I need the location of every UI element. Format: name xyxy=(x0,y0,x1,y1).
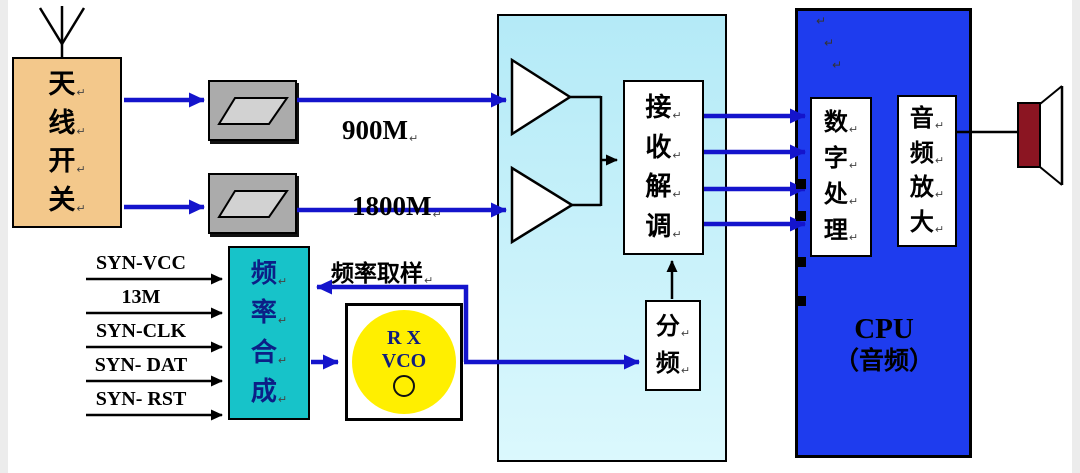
syn-input-label-clk: SYN-CLK xyxy=(95,320,186,342)
frequency-sampling-label: 频率取样↵ xyxy=(331,261,434,287)
cpu-audio-label: CPU （音频） xyxy=(808,312,960,377)
saw-filter-icon xyxy=(216,189,289,218)
paragraph-mark-icon: ↵ xyxy=(824,36,835,50)
cpu-label-line2: （音频） xyxy=(833,347,934,375)
paragraph-mark-icon: ↵ xyxy=(848,231,859,244)
paragraph-mark-icon: ↵ xyxy=(848,123,859,136)
paragraph-mark-icon: ↵ xyxy=(408,132,419,145)
paragraph-mark-icon: ↵ xyxy=(934,119,945,133)
audio-amplifier-label: 音↵频↵放↵大↵ xyxy=(909,106,945,236)
syn-input-label-rst: SYN- RST xyxy=(95,388,187,410)
paragraph-mark-icon: ↵ xyxy=(934,153,945,167)
speaker-icon xyxy=(1017,85,1064,186)
paragraph-mark-icon: ↵ xyxy=(934,188,945,202)
frequency-divider-label: 分↵频↵ xyxy=(655,314,691,377)
receiver-demodulator-label: 接↵收↵解↵调↵ xyxy=(645,93,682,241)
cpu-pin xyxy=(796,211,806,221)
paragraph-mark-icon: ↵ xyxy=(934,222,945,236)
cpu-pin xyxy=(796,257,806,267)
rx-vco-label-line1: R X xyxy=(387,327,421,349)
syn-input-label-vcc: SYN-VCC xyxy=(96,252,186,274)
paragraph-mark-icon: ↵ xyxy=(672,227,682,241)
digital-processing-block: 数↵字↵处↵理↵ xyxy=(810,97,872,257)
paragraph-mark-icon: ↵ xyxy=(76,202,86,216)
frequency-synthesizer-block: 频↵率↵合↵成↵ xyxy=(228,246,310,420)
paragraph-mark-icon: ↵ xyxy=(277,392,288,406)
paragraph-mark-icon: ↵ xyxy=(277,353,288,367)
saw-filter-icon xyxy=(216,96,289,125)
paragraph-mark-icon: ↵ xyxy=(672,148,682,162)
band-1800m-label: 1800M↵ xyxy=(352,191,442,221)
paragraph-mark-icon: ↵ xyxy=(848,195,859,208)
saw-filter-1800-block xyxy=(208,173,297,234)
antenna-switch-block: 天↵线↵开↵关↵ xyxy=(12,57,122,228)
syn-input-label-dat: SYN- DAT xyxy=(94,354,188,376)
syn-input-label-13m: 13M xyxy=(121,286,161,308)
paragraph-mark-icon: ↵ xyxy=(432,208,442,221)
antenna-switch-label: 天↵线↵开↵关↵ xyxy=(48,68,86,216)
cpu-label-line1: CPU xyxy=(854,313,914,345)
receiver-demodulator-block: 接↵收↵解↵调↵ xyxy=(623,80,704,255)
paragraph-mark-icon: ↵ xyxy=(848,159,859,172)
cpu-pin xyxy=(796,296,806,306)
paragraph-mark-icon: ↵ xyxy=(424,274,434,287)
frequency-synthesizer-label: 频↵率↵合↵成↵ xyxy=(250,259,288,406)
paragraph-mark-icon: ↵ xyxy=(277,275,288,289)
paragraph-mark-icon: ↵ xyxy=(76,124,86,138)
paragraph-mark-icon: ↵ xyxy=(816,14,827,28)
antenna-icon xyxy=(38,6,86,57)
left-edge-strip xyxy=(0,0,8,473)
paragraph-mark-icon: ↵ xyxy=(277,314,288,328)
paragraph-mark-icon: ↵ xyxy=(672,188,682,202)
saw-filter-900-block xyxy=(208,80,297,141)
oscillator-circle-icon xyxy=(393,375,415,397)
rx-vco-label-line2: VCO xyxy=(381,350,427,372)
paragraph-mark-icon: ↵ xyxy=(680,327,691,340)
frequency-divider-block: 分↵频↵ xyxy=(645,300,701,391)
right-edge-strip xyxy=(1072,0,1080,473)
rx-vco-block: R X VCO xyxy=(345,303,463,421)
paragraph-mark-icon: ↵ xyxy=(76,85,86,99)
paragraph-mark-icon: ↵ xyxy=(832,58,843,72)
paragraph-mark-icon: ↵ xyxy=(680,364,691,377)
audio-amplifier-block: 音↵频↵放↵大↵ xyxy=(897,95,957,247)
paragraph-mark-icon: ↵ xyxy=(672,109,682,123)
rx-vco-circle: R X VCO xyxy=(352,310,456,414)
band-900m-label: 900M↵ xyxy=(342,115,419,145)
digital-processing-label: 数↵字↵处↵理↵ xyxy=(823,110,859,244)
paragraph-mark-icon: ↵ xyxy=(76,163,86,177)
cpu-pin xyxy=(796,179,806,189)
